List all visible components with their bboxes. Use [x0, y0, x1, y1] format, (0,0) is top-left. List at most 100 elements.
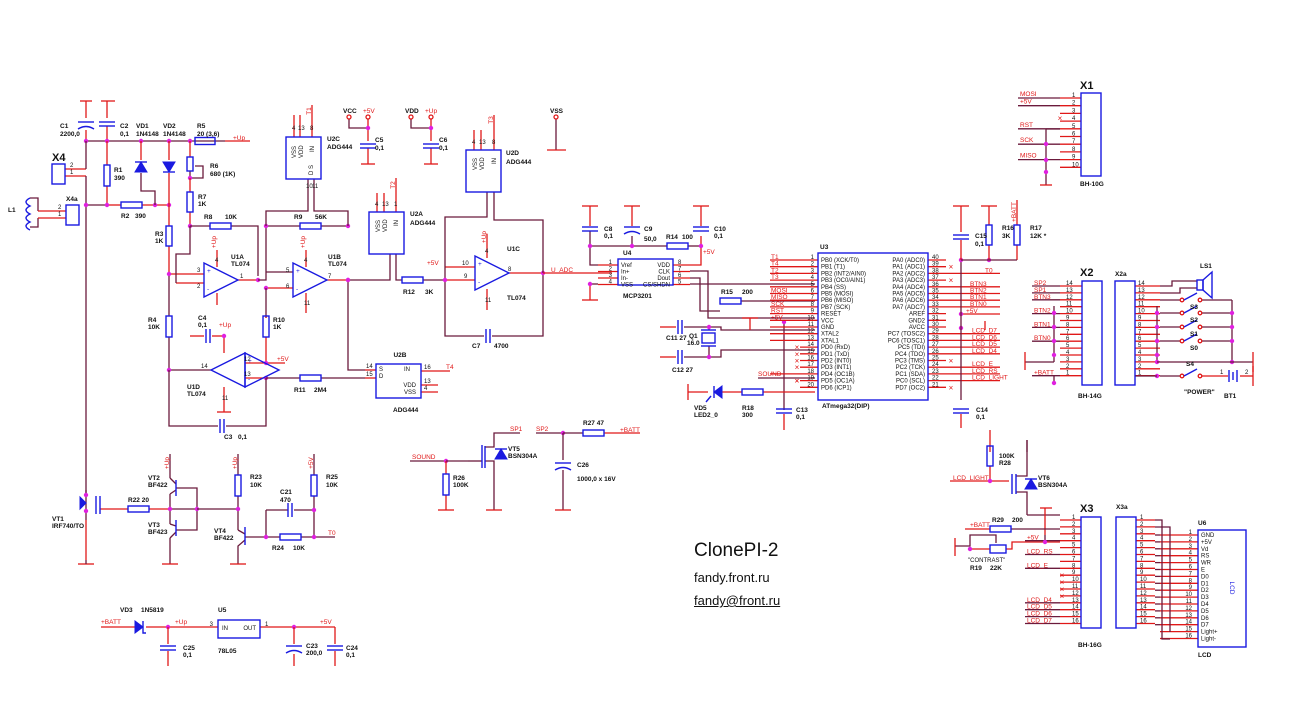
pin-number: 4: [1066, 350, 1070, 356]
ref-u1d: U1D: [187, 384, 200, 391]
pin-number: 15: [807, 349, 814, 355]
no-connect-icon: ×: [795, 343, 800, 352]
pin-number: 25: [932, 356, 939, 362]
pin-number: 3: [1066, 357, 1070, 363]
u3-pin-name: XTAL1: [821, 338, 840, 344]
opamp-u1b: [292, 261, 329, 299]
value-r17: 12K *: [1030, 233, 1047, 240]
wire: [231, 225, 259, 276]
connector-x4: [51, 163, 66, 185]
wire: [313, 179, 349, 226]
no-connect-icon: ×: [1058, 114, 1063, 123]
junction-dot: [1051, 338, 1057, 344]
net-label: T1: [306, 107, 313, 115]
pin-vss: VSS: [404, 390, 416, 396]
ref-c14: C14: [976, 407, 988, 414]
net-label: LCD_D4: [972, 348, 997, 355]
value-u2c: ADG444: [327, 144, 353, 151]
net-label: SP2: [1034, 280, 1047, 287]
pin-name: VDD: [657, 263, 670, 269]
pin-number: 6: [286, 284, 290, 290]
pin-number: 11: [1186, 599, 1193, 605]
ref-s0: S0: [1190, 345, 1198, 352]
u3-pin-name: PD7 (OC2): [895, 385, 925, 391]
pin-number: 3: [1072, 529, 1076, 535]
wire: [348, 254, 391, 281]
value-c21: 470: [280, 497, 291, 504]
net-label: +Up: [164, 457, 171, 469]
wire: [444, 192, 488, 223]
net-label: +BATT: [970, 522, 990, 529]
value-r5: 20 (3,6): [197, 131, 219, 138]
website-link[interactable]: fandy.front.ru: [694, 570, 770, 585]
net-label: U_ADC: [551, 267, 573, 274]
net-label: LCD_RS: [972, 368, 998, 375]
net-label: LCD_LIGHT: [953, 475, 989, 482]
diode-vd1: [134, 161, 148, 173]
pin-number: 2: [1072, 101, 1076, 107]
pin-number: 34: [932, 295, 939, 301]
ref-u1c: U1C: [507, 246, 520, 253]
wire: [175, 226, 191, 283]
value-vt5: BSN304A: [508, 453, 538, 460]
net-label: MISO: [1020, 153, 1037, 160]
pin-number: 20: [807, 382, 814, 388]
no-connect-icon: ×: [1060, 578, 1065, 587]
value-r29: 200: [1012, 517, 1023, 524]
value-vd5: LED2_0: [694, 412, 718, 419]
plus-sign: +: [478, 261, 482, 268]
ref-r3: R3: [155, 231, 164, 238]
pin-number: 5: [1072, 124, 1076, 130]
connector-x2a: [1114, 280, 1136, 386]
net-label: +5V: [703, 249, 715, 256]
u3-pin-name: PC7 (TOSC2): [888, 332, 925, 338]
project-title: ClonePI-2: [694, 540, 779, 561]
net-terminal: [553, 114, 559, 120]
junction-dot: [1051, 352, 1057, 358]
value-r25: 10K: [326, 482, 338, 489]
opamp-u1d-body: [209, 351, 246, 389]
pin-number: 8: [811, 302, 815, 308]
value-x2: BH-14G: [1078, 393, 1102, 400]
pin-number: 4: [811, 275, 815, 281]
wire: [347, 280, 365, 371]
junction-dot: [428, 125, 434, 131]
net-vss: VSS: [550, 108, 564, 115]
value-u1a: TL074: [231, 261, 250, 268]
ref-vd5: VD5: [694, 405, 707, 412]
wire: [226, 378, 267, 427]
lcd-pin-name: GND: [1201, 533, 1215, 539]
opamp-u1a: [203, 261, 240, 299]
pin-number: 7: [1140, 556, 1144, 562]
junction-dot: [987, 478, 993, 484]
junction-dot: [706, 354, 712, 360]
ref-r22: R22 20: [128, 497, 149, 504]
net-label: +5V: [277, 356, 289, 363]
resistor-r7: [186, 191, 194, 213]
pin-number: 2: [1072, 522, 1076, 528]
resistor-r29: [989, 525, 1012, 533]
net-label: +BATT: [620, 427, 640, 434]
value-x3: BH-16G: [1078, 642, 1102, 649]
pin-name: CLK: [658, 270, 670, 276]
pin-number: 38: [932, 268, 939, 274]
pin-number: 28: [932, 335, 939, 341]
wire: [176, 509, 198, 531]
lcd-pin-name: D7: [1201, 623, 1209, 629]
value-vt4: BF422: [214, 535, 234, 542]
pin-number: 2: [609, 267, 613, 273]
u3-pin-name: PC3 (TMS): [895, 359, 925, 365]
ref-u5: U5: [218, 607, 227, 614]
wire: [30, 197, 39, 211]
pin-number: 8: [1072, 147, 1076, 153]
net-label: +5V: [363, 108, 375, 115]
pin-number: 7: [1138, 329, 1142, 335]
minus-sign: -: [296, 286, 298, 293]
value-c6: 0,1: [439, 145, 448, 152]
u3-pin-name: PD3 (INT1): [821, 365, 851, 371]
value-c26: 1000,0 x 16V: [577, 476, 616, 483]
email-link[interactable]: fandy@front.ru: [694, 593, 781, 608]
net-label: T3: [488, 116, 495, 124]
pin-number: 2: [1066, 364, 1070, 370]
pin-number: 3: [1072, 108, 1076, 114]
